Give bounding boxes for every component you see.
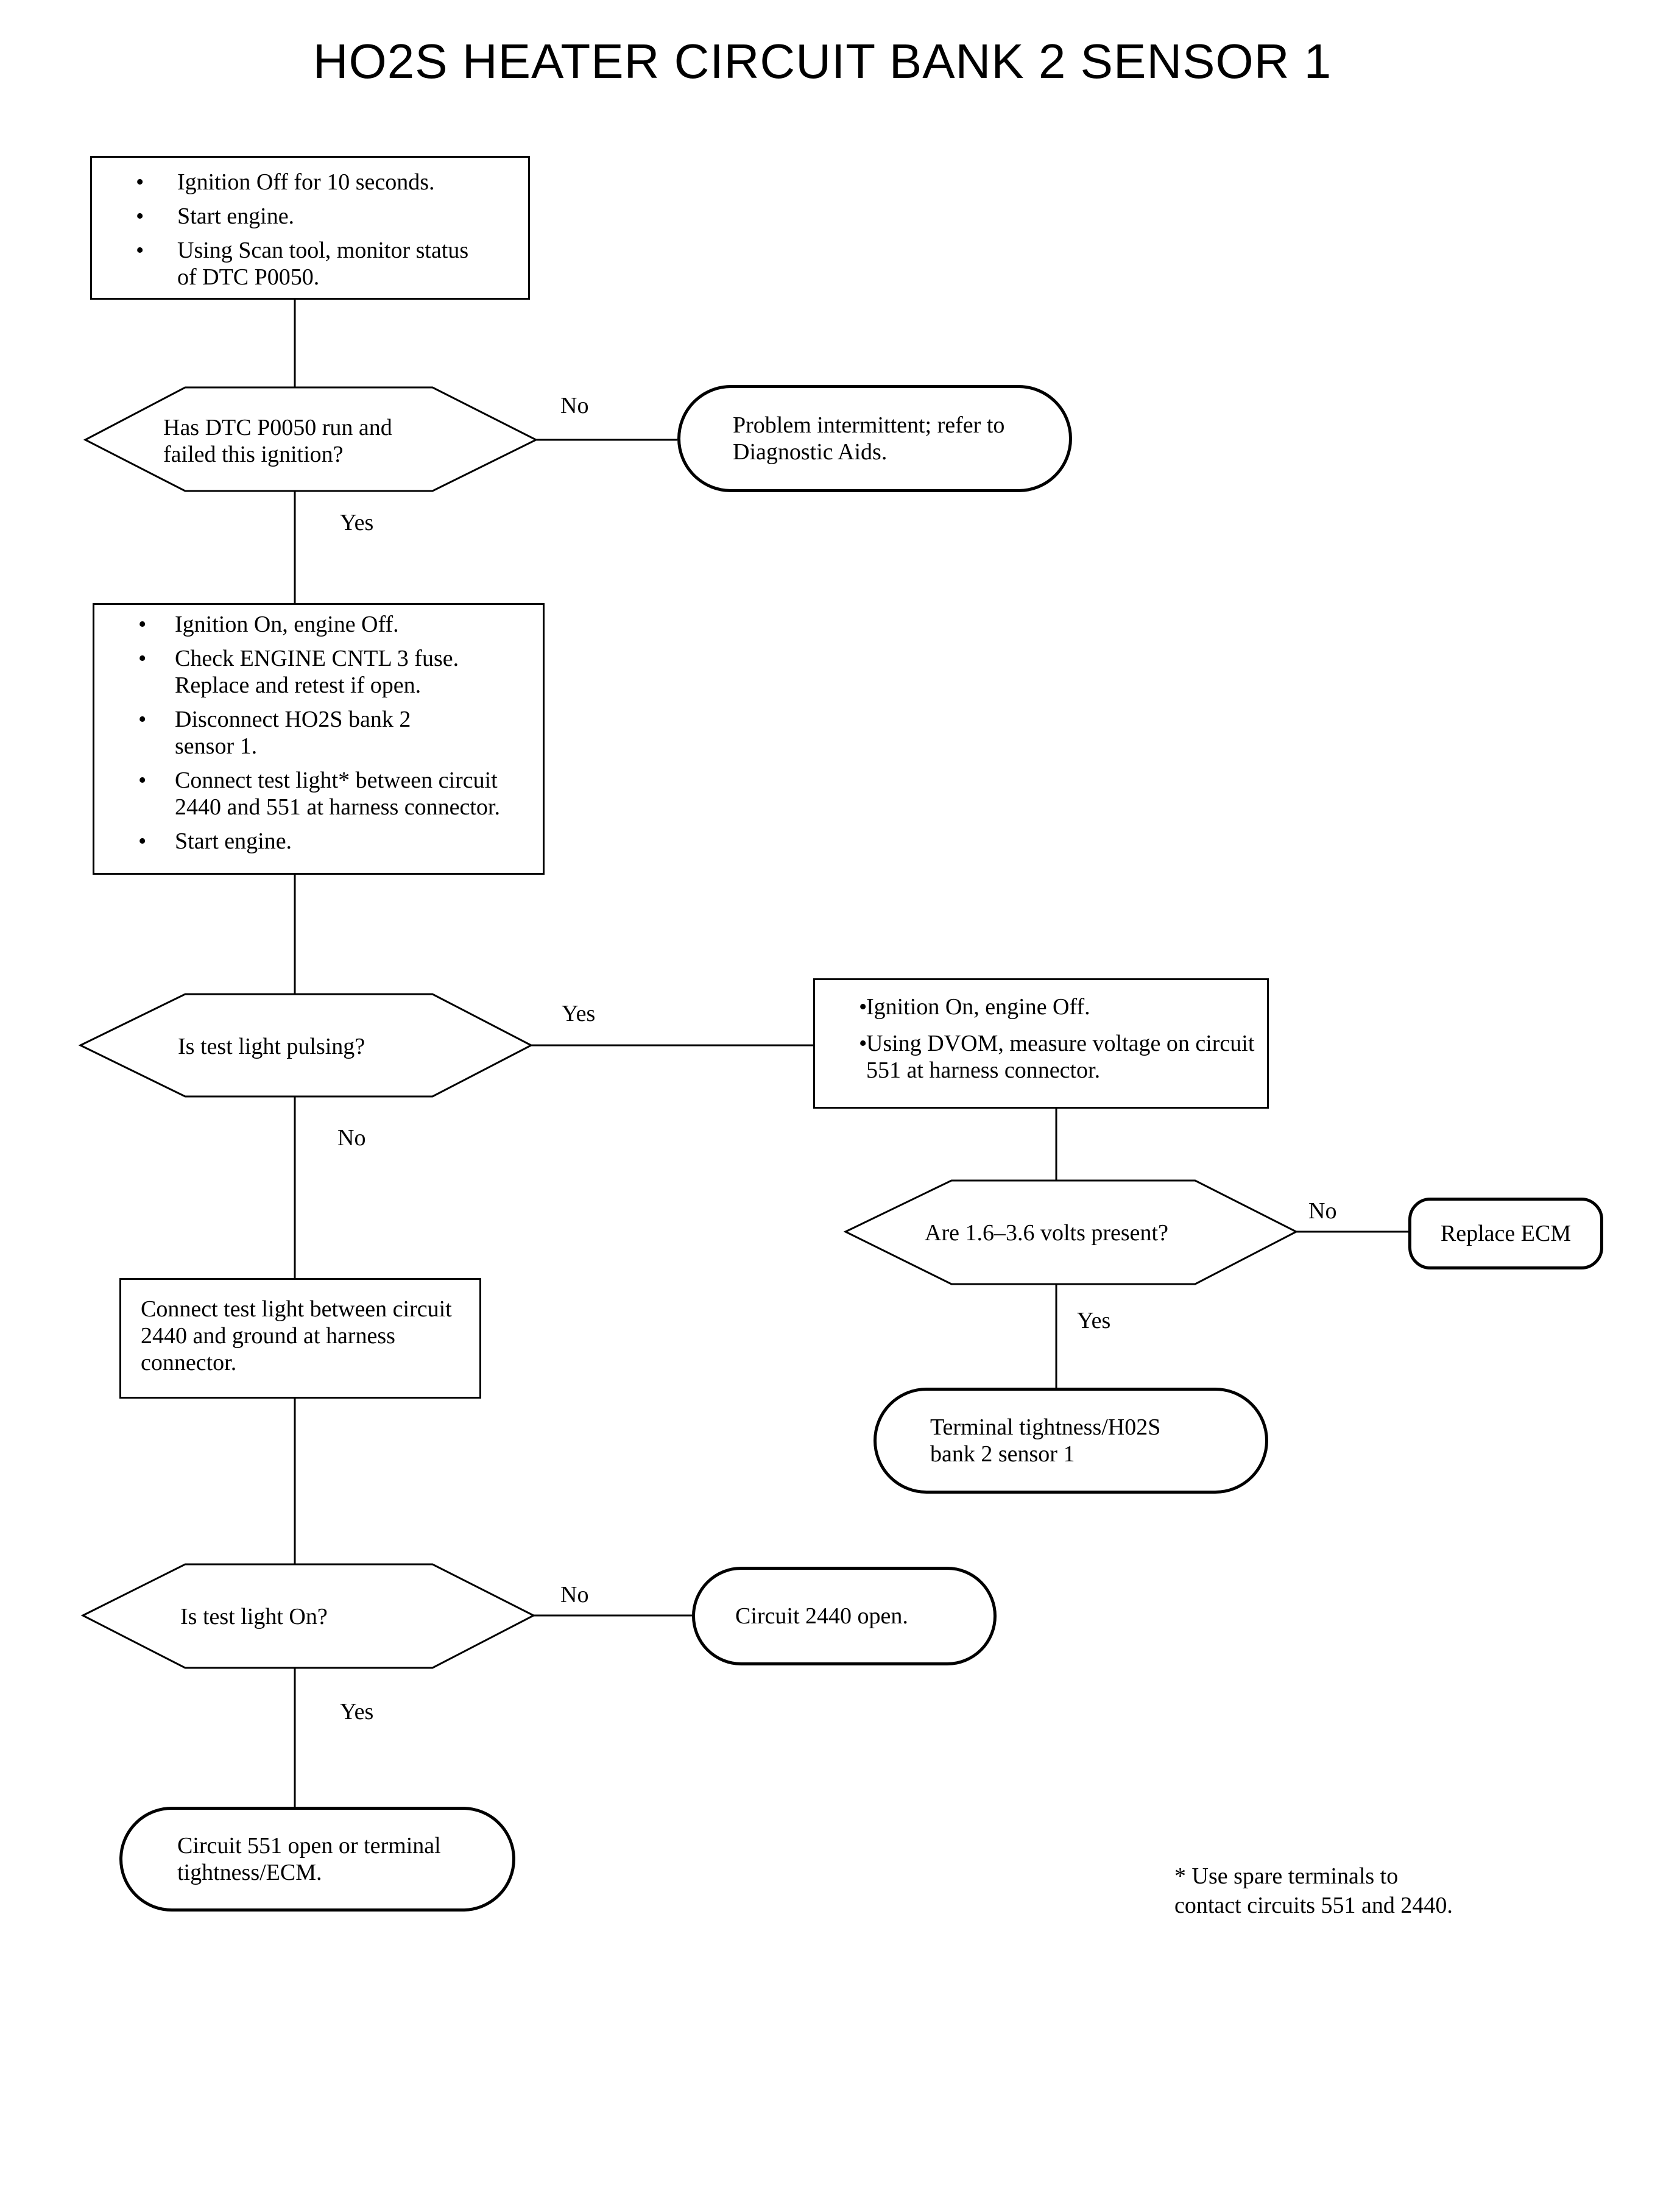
decision-diamond-1 (83, 386, 538, 492)
decision-3-yes-label: Yes (1077, 1308, 1111, 1333)
result-replace-ecm: Replace ECM (1408, 1198, 1603, 1269)
decision-4-no-label: No (560, 1582, 589, 1608)
footnote: * Use spare terminals to contact circuit… (1174, 1862, 1453, 1920)
decision-4-yes-label: Yes (340, 1699, 374, 1725)
step-2-item: Connect test light* between circuit 2440… (94, 767, 543, 821)
step-4-text: Connect test light between circuit 2440 … (141, 1296, 452, 1375)
decision-diamond-4 (80, 1563, 536, 1669)
decision-diamond-2 (78, 993, 534, 1098)
page-title: HO2S HEATER CIRCUIT BANK 2 SENSOR 1 (312, 34, 1332, 88)
step-3-item: Ignition On, engine Off. (815, 994, 1267, 1020)
decision-1-yes-label: Yes (340, 510, 374, 535)
footnote-line-2: contact circuits 551 and 2440. (1174, 1893, 1453, 1918)
result-replace-ecm-text: Replace ECM (1440, 1221, 1572, 1246)
decision-3-no-label: No (1308, 1198, 1337, 1224)
step-3-box: Ignition On, engine Off. Using DVOM, mea… (813, 978, 1269, 1109)
result-terminal-h02s: Terminal tightness/H02S bank 2 sensor 1 (874, 1388, 1268, 1494)
result-circuit-2440-text: Circuit 2440 open. (735, 1603, 908, 1629)
step-2-item: Disconnect HO2S bank 2 sensor 1. (94, 706, 543, 760)
decision-3-text: Are 1.6–3.6 volts present? (925, 1220, 1168, 1246)
step-2-list: Ignition On, engine Off. Check ENGINE CN… (94, 611, 543, 855)
step-3-item: Using DVOM, measure voltage on circuit 5… (815, 1030, 1267, 1084)
step-2-item: Ignition On, engine Off. (94, 611, 543, 638)
step-2-item: Start engine. (94, 828, 543, 855)
result-intermittent-text: Problem intermittent; refer to Diagnosti… (733, 412, 1005, 465)
footnote-line-1: * Use spare terminals to (1174, 1863, 1399, 1889)
step-1-item: Ignition Off for 10 seconds. (92, 169, 528, 196)
decision-4-text: Is test light On? (180, 1604, 328, 1629)
result-circuit-551-text: Circuit 551 open or terminal tightness/E… (177, 1833, 441, 1885)
step-3-list: Ignition On, engine Off. Using DVOM, mea… (815, 994, 1267, 1084)
decision-2-no-label: No (337, 1125, 366, 1151)
result-circuit-551-open: Circuit 551 open or terminal tightness/E… (119, 1807, 515, 1912)
result-terminal-h02s-text: Terminal tightness/H02S bank 2 sensor 1 (930, 1414, 1161, 1467)
step-2-box: Ignition On, engine Off. Check ENGINE CN… (93, 603, 545, 875)
step-1-list: Ignition Off for 10 seconds. Start engin… (92, 169, 528, 291)
step-1-item: Using Scan tool, monitor status of DTC P… (92, 237, 528, 291)
step-4-box: Connect test light between circuit 2440 … (119, 1278, 481, 1399)
step-1-item: Start engine. (92, 203, 528, 230)
decision-2-text: Is test light pulsing? (178, 1034, 365, 1059)
step-2-item: Check ENGINE CNTL 3 fuse. Replace and re… (94, 645, 543, 699)
step-1-box: Ignition Off for 10 seconds. Start engin… (90, 156, 530, 300)
decision-1-text: Has DTC P0050 run and failed this igniti… (163, 415, 392, 467)
result-intermittent: Problem intermittent; refer to Diagnosti… (677, 385, 1072, 492)
decision-diamond-3 (843, 1179, 1299, 1285)
decision-2-yes-label: Yes (562, 1001, 596, 1026)
result-circuit-2440-open: Circuit 2440 open. (692, 1567, 997, 1665)
decision-1-no-label: No (560, 393, 589, 418)
